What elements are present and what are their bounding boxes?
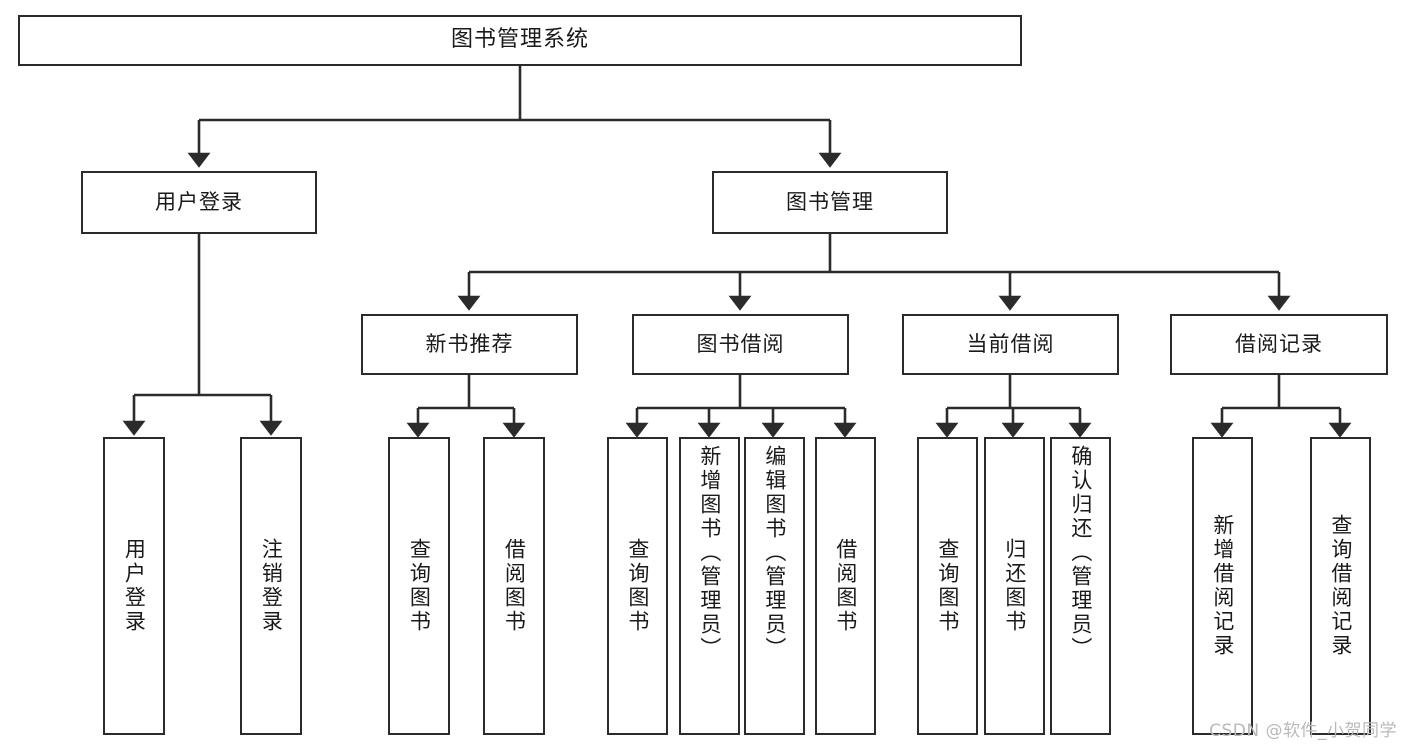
leaf-confirm-return-admin[interactable]: 确认归还（管理员）	[1050, 437, 1111, 735]
node-new-book-recommend[interactable]: 新书推荐	[361, 314, 578, 375]
node-label: 新增图书（管理员）	[697, 445, 722, 661]
node-label: 借阅图书	[502, 538, 527, 634]
node-label: 用户登录	[122, 538, 147, 634]
node-label: 查询借阅记录	[1328, 514, 1353, 658]
node-label: 用户登录	[155, 189, 243, 214]
leaf-logout-login[interactable]: 注销登录	[240, 437, 302, 735]
node-label: 查询图书	[935, 538, 960, 634]
leaf-borrow-book[interactable]: 借阅图书	[815, 437, 876, 735]
node-label: 图书管理	[786, 189, 874, 214]
node-label: 新增借阅记录	[1210, 514, 1235, 658]
leaf-query-book-current[interactable]: 查询图书	[917, 437, 978, 735]
node-user-login[interactable]: 用户登录	[81, 171, 317, 234]
leaf-query-book-borrow[interactable]: 查询图书	[607, 437, 668, 735]
node-label: 注销登录	[259, 538, 284, 634]
node-borrow-record[interactable]: 借阅记录	[1170, 314, 1388, 375]
leaf-return-book[interactable]: 归还图书	[984, 437, 1045, 735]
node-label: 查询图书	[407, 538, 432, 634]
node-label: 图书管理系统	[450, 27, 589, 53]
node-label: 新书推荐	[425, 331, 514, 356]
leaf-query-book-new[interactable]: 查询图书	[388, 437, 450, 735]
watermark-text: CSDN @软件_小贺同学	[1209, 721, 1397, 741]
node-label: 确认归还（管理员）	[1068, 445, 1093, 661]
node-label: 图书借阅	[696, 331, 785, 356]
node-current-borrow[interactable]: 当前借阅	[902, 314, 1119, 375]
node-label: 借阅图书	[833, 538, 858, 634]
node-book-borrow[interactable]: 图书借阅	[632, 314, 849, 375]
node-root-system[interactable]: 图书管理系统	[18, 15, 1022, 66]
leaf-user-login[interactable]: 用户登录	[103, 437, 165, 735]
leaf-borrow-book-new[interactable]: 借阅图书	[483, 437, 545, 735]
leaf-query-borrow-record[interactable]: 查询借阅记录	[1310, 437, 1371, 735]
node-book-management[interactable]: 图书管理	[712, 171, 948, 234]
leaf-add-borrow-record[interactable]: 新增借阅记录	[1192, 437, 1253, 735]
node-label: 借阅记录	[1235, 331, 1323, 356]
leaf-edit-book-admin[interactable]: 编辑图书（管理员）	[744, 437, 805, 735]
leaf-add-book-admin[interactable]: 新增图书（管理员）	[679, 437, 740, 735]
node-label: 查询图书	[625, 538, 650, 634]
node-label: 当前借阅	[966, 331, 1055, 356]
node-label: 编辑图书（管理员）	[762, 445, 787, 661]
node-label: 归还图书	[1002, 538, 1027, 634]
